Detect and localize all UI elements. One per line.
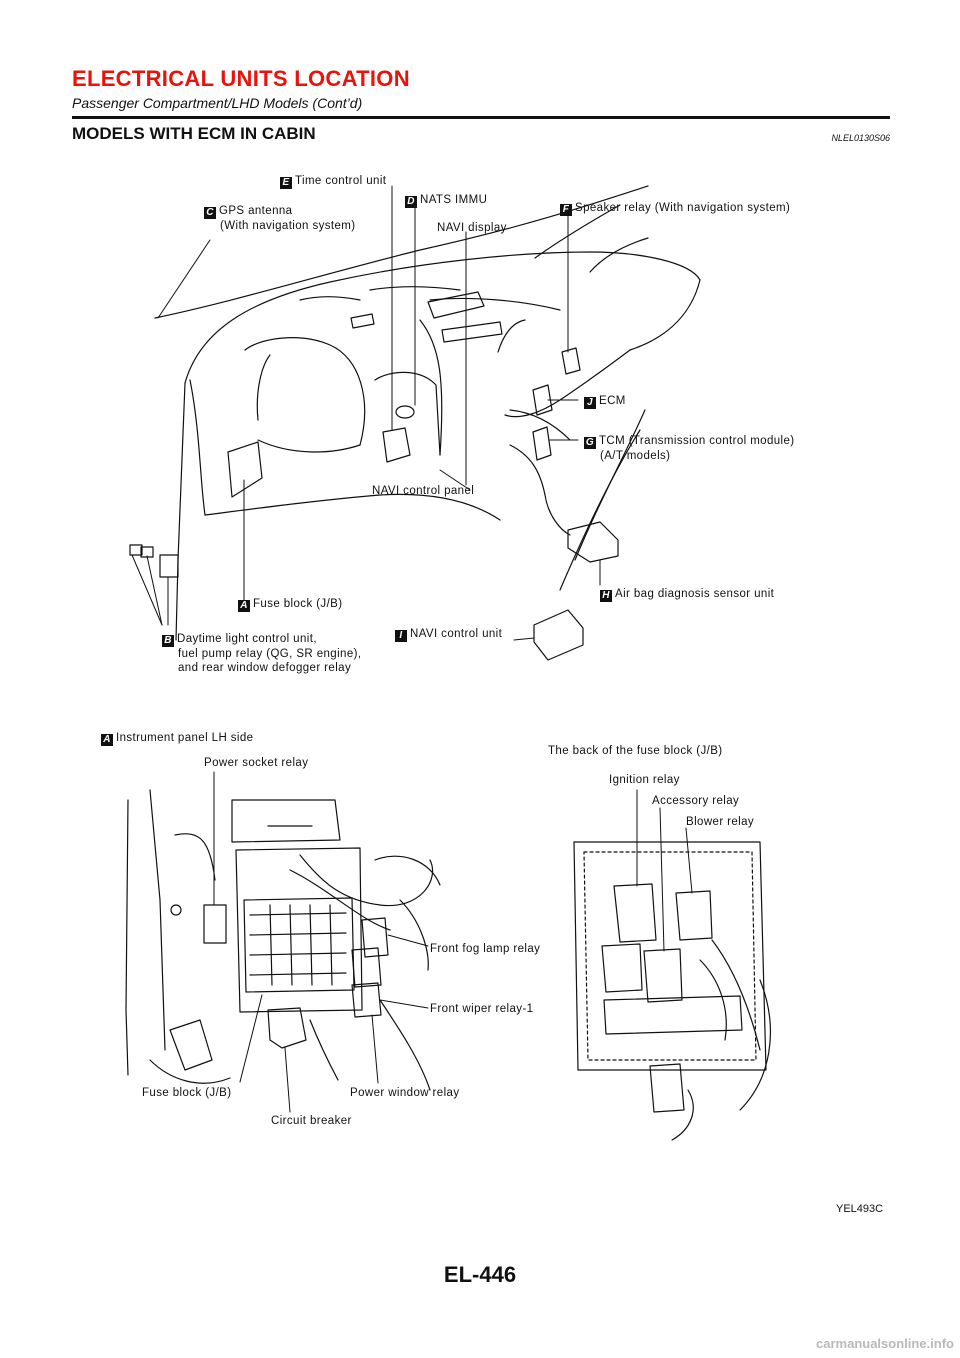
label-power-window-relay: Power window relay bbox=[350, 1087, 460, 1099]
callout-badge: D bbox=[405, 196, 417, 208]
label-blower-relay: Blower relay bbox=[686, 816, 755, 828]
callout-text-line2: (A/T models) bbox=[600, 450, 671, 462]
callout-text: Speaker relay (With navigation system) bbox=[575, 202, 791, 214]
callout-navi-control-panel: NAVI control panel bbox=[372, 485, 475, 497]
fuse-block-back-illustration bbox=[573, 841, 771, 1141]
callout-text: Fuse block (J/B) bbox=[253, 598, 343, 610]
instrument-panel-illustration bbox=[125, 789, 441, 1091]
callout-text: NATS IMMU bbox=[420, 194, 488, 206]
header-divider bbox=[72, 116, 890, 119]
page-number: EL-446 bbox=[443, 1262, 517, 1287]
callout-text: Time control unit bbox=[295, 175, 387, 187]
callout-text: Air bag diagnosis sensor unit bbox=[615, 588, 775, 600]
label-power-socket-relay: Power socket relay bbox=[204, 757, 309, 769]
callout-text: Daytime light control unit, bbox=[177, 633, 317, 645]
callout-badge: H bbox=[600, 590, 612, 602]
callout-badge: E bbox=[280, 177, 292, 189]
callout-text-line2: (With navigation system) bbox=[220, 220, 356, 232]
figure-id: YEL493C bbox=[836, 1203, 884, 1215]
callout-text-line2: fuel pump relay (QG, SR engine), bbox=[178, 648, 362, 660]
callout-text-line3: and rear window defogger relay bbox=[178, 662, 352, 674]
leader-lines-lower-left bbox=[213, 771, 429, 1113]
watermark: carmanualsonline.info bbox=[816, 1336, 954, 1351]
label-front-wiper-relay: Front wiper relay-1 bbox=[430, 1003, 534, 1015]
callout-badge: A bbox=[238, 600, 250, 612]
callout-badge: A bbox=[101, 734, 113, 746]
callout-badge: F bbox=[560, 204, 572, 216]
leader-lines-lower-right bbox=[636, 789, 693, 952]
label-back-of-fuse-block: The back of the fuse block (J/B) bbox=[548, 745, 723, 757]
callout-text: TCM (Transmission control module) bbox=[599, 435, 795, 447]
page-header-subtitle: Passenger Compartment/LHD Models (Cont’d… bbox=[72, 95, 363, 111]
leader-lines-upper bbox=[131, 185, 601, 641]
callout-badge: C bbox=[204, 207, 216, 219]
callout-text: GPS antenna bbox=[219, 205, 293, 217]
callout-text: Instrument panel LH side bbox=[116, 732, 254, 744]
section-code: NLEL0130S06 bbox=[831, 133, 890, 143]
callout-badge: G bbox=[584, 437, 596, 449]
callout-navi-display: NAVI display bbox=[437, 222, 507, 234]
page-header-title: ELECTRICAL UNITS LOCATION bbox=[72, 66, 410, 91]
callout-badge: I bbox=[395, 630, 407, 642]
section-title: MODELS WITH ECM IN CABIN bbox=[72, 124, 316, 143]
label-accessory-relay: Accessory relay bbox=[652, 795, 740, 807]
label-ignition-relay: Ignition relay bbox=[609, 774, 680, 786]
callout-text: ECM bbox=[599, 395, 626, 407]
callout-text: NAVI control unit bbox=[410, 628, 503, 640]
label-front-fog-lamp-relay: Front fog lamp relay bbox=[430, 943, 541, 955]
label-fuse-block-bottom: Fuse block (J/B) bbox=[142, 1087, 232, 1099]
label-circuit-breaker: Circuit breaker bbox=[271, 1115, 352, 1127]
callout-badge: B bbox=[162, 635, 174, 647]
callout-badge: J bbox=[584, 397, 596, 409]
